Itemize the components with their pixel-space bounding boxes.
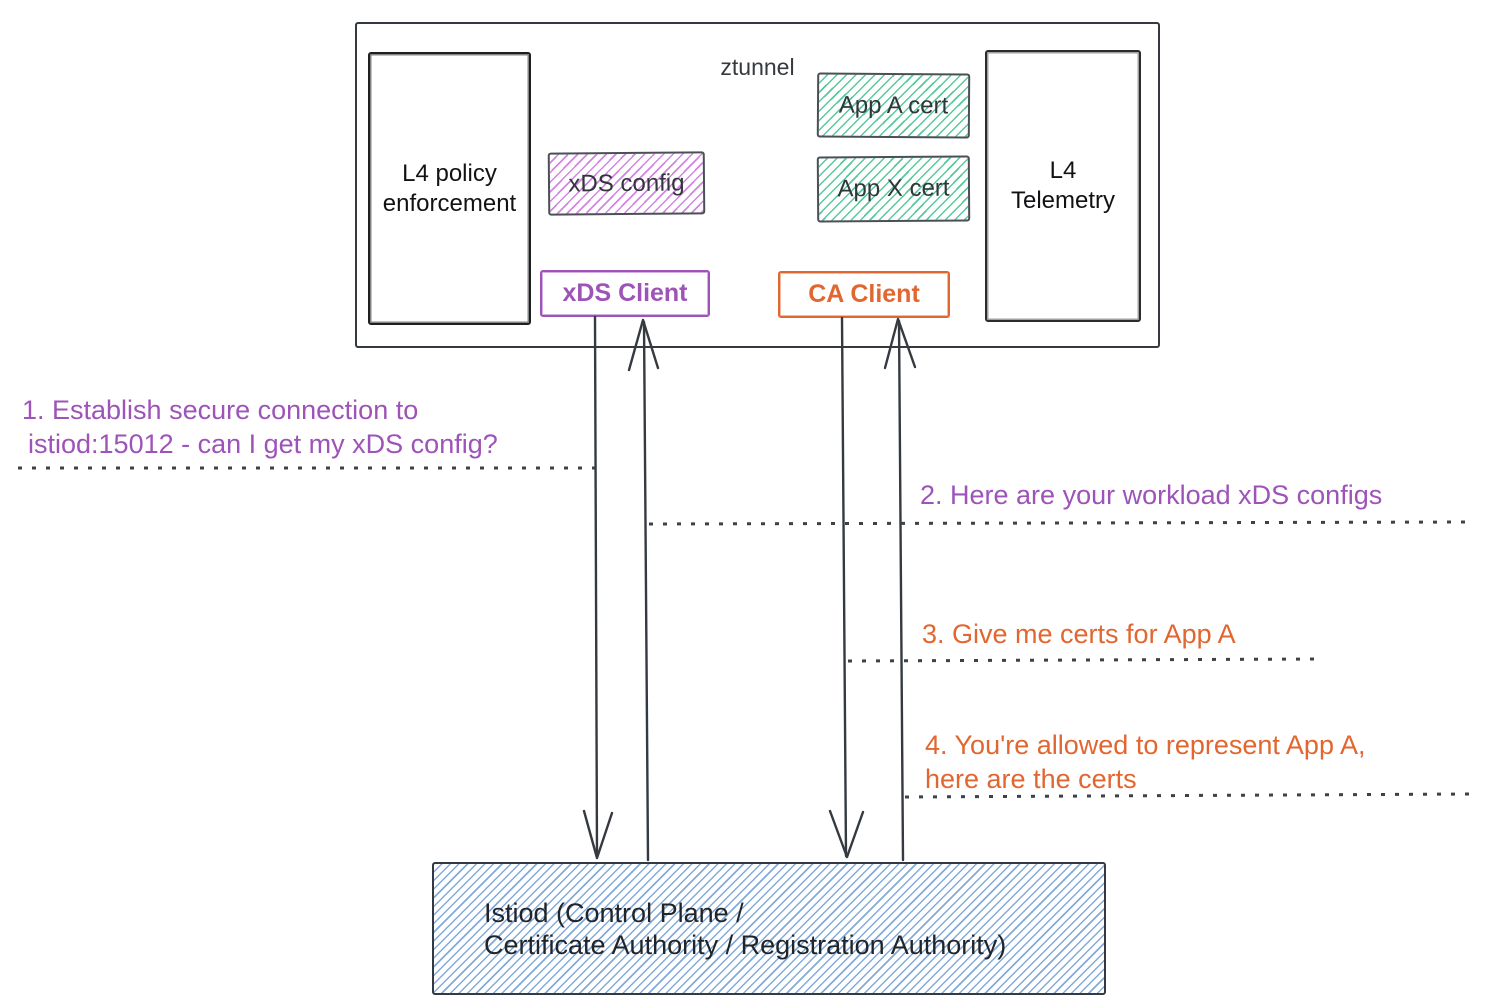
xds-client-label: xDS Client <box>562 279 688 307</box>
step4-annotation: 4. You're allowed to represent App A, he… <box>925 728 1365 796</box>
l4-telemetry-label: L4 Telemetry <box>1010 157 1116 214</box>
step3-annotation: 3. Give me certs for App A <box>922 617 1236 651</box>
xds-client-node: xDS Client <box>540 270 710 317</box>
app-a-cert-label: App A cert <box>838 91 949 119</box>
step4-line2: here are the certs <box>925 764 1137 794</box>
ca-client-node: CA Client <box>778 271 950 318</box>
istiod-label: Istiod (Control Plane / Certificate Auth… <box>434 897 1006 961</box>
xds-config-label: xDS config <box>568 168 685 198</box>
istiod-label-line2: Certificate Authority / Registration Aut… <box>484 929 1007 960</box>
istiod-label-line1: Istiod (Control Plane / <box>484 897 744 928</box>
step1-line2: istiod:15012 - can I get my xDS config? <box>28 429 498 459</box>
step3-dotted-line <box>847 657 1317 663</box>
ztunnel-title: ztunnel <box>720 54 795 80</box>
xds-config-node: xDS config <box>547 151 706 216</box>
step3-line1: 3. Give me certs for App A <box>922 619 1236 649</box>
app-x-cert-node: App X cert <box>816 155 971 223</box>
l4-policy-enforcement-node: L4 policy enforcement <box>368 52 531 325</box>
istiod-node: Istiod (Control Plane / Certificate Auth… <box>432 862 1106 995</box>
step2-annotation: 2. Here are your workload xDS configs <box>920 478 1382 512</box>
xds-request-arrowhead <box>582 809 614 860</box>
step2-dotted-line <box>648 520 1472 526</box>
step2-line1: 2. Here are your workload xDS configs <box>920 480 1383 510</box>
app-x-cert-label: App X cert <box>837 174 950 203</box>
step4-line1: 4. You're allowed to represent App A, <box>925 730 1366 760</box>
step1-line1: 1. Establish secure connection to <box>22 395 419 425</box>
app-a-cert-node: App A cert <box>816 72 971 139</box>
l4-telemetry-node: L4 Telemetry <box>985 50 1141 322</box>
xds-response-arrow-line <box>642 320 650 862</box>
ca-request-arrowhead <box>828 809 865 859</box>
xds-request-arrow-line <box>593 315 599 858</box>
step1-annotation: 1. Establish secure connection to istiod… <box>22 393 498 461</box>
l4-policy-enforcement-label: L4 policy enforcement <box>382 159 517 217</box>
ca-client-label: CA Client <box>808 280 920 308</box>
ca-request-arrow-line <box>840 316 848 858</box>
ca-response-arrow-line <box>897 319 905 862</box>
ztunnel-container: ztunnel <box>355 22 1160 348</box>
